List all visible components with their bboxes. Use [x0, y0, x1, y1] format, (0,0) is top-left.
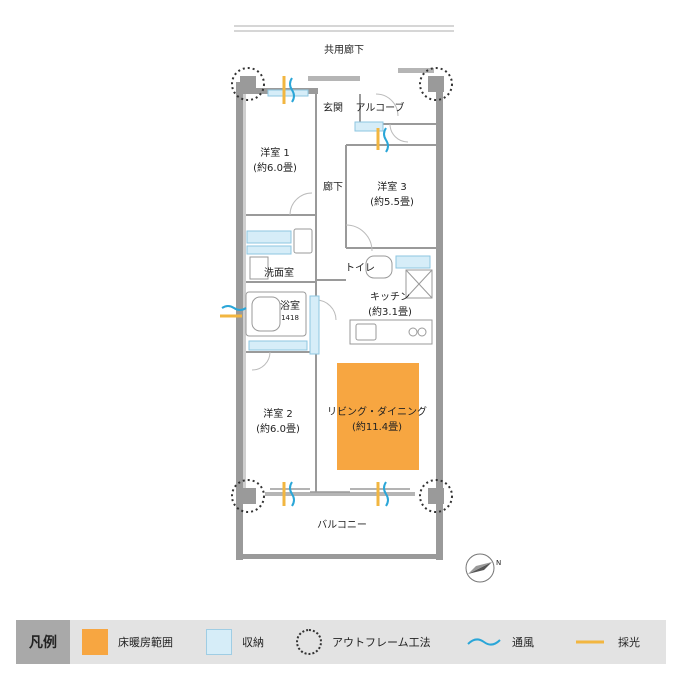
legend-item-outframe: アウトフレーム工法	[296, 620, 431, 664]
toilet-label: トイレ	[345, 263, 375, 274]
washroom-label: 洗面室	[264, 266, 294, 279]
storage-areas	[246, 89, 431, 355]
alcove-label: アルコーブ	[355, 101, 404, 114]
compass-icon: N	[465, 553, 501, 583]
orange-square-icon	[82, 629, 108, 655]
fixtures	[245, 228, 433, 345]
floor-plan: 共用廊下	[220, 25, 501, 583]
legend-item-floor-heating: 床暖房範囲	[82, 620, 173, 664]
entrance-label: 玄関	[323, 101, 343, 114]
balcony-label: バルコニー	[317, 519, 367, 531]
legend-label-light: 採光	[618, 636, 640, 649]
legend-label-floor-heating: 床暖房範囲	[118, 636, 173, 649]
hall-label: 廊下	[323, 180, 343, 193]
western-room-3-name: 洋室 3	[377, 180, 407, 193]
room-labels: 玄関 アルコーブ 洋室 1 (約6.0畳) 廊下 洋室 3 (約5.5畳) 洗面…	[253, 101, 427, 531]
legend-label-storage: 収納	[242, 636, 264, 649]
western-room-3-size: (約5.5畳)	[370, 195, 414, 208]
legend-item-wind: 通風	[466, 620, 534, 664]
outframe-circles	[231, 67, 453, 513]
legend-label-outframe: アウトフレーム工法	[332, 636, 431, 649]
western-room-2-name: 洋室 2	[263, 407, 293, 420]
legend-item-storage: 収納	[206, 620, 264, 664]
corridor-label: 共用廊下	[324, 43, 364, 56]
dotted-circle-icon	[296, 629, 322, 655]
legend-item-light: 採光	[572, 620, 640, 664]
western-room-2-size: (約6.0畳)	[256, 422, 300, 435]
legend-label-wind: 通風	[512, 636, 534, 649]
wind-wave-icon	[467, 638, 501, 646]
western-room-1-size: (約6.0畳)	[253, 161, 297, 174]
kitchen-name: キッチン	[370, 291, 410, 303]
floor-heating-area	[337, 363, 419, 470]
living-dining-size: (約11.4畳)	[352, 420, 402, 433]
legend-title: 凡例	[16, 620, 70, 664]
legend-bar: 凡例 床暖房範囲 収納 アウトフレーム工法 通風 採光	[16, 620, 666, 664]
light-blue-square-icon	[206, 629, 232, 655]
kitchen-size: (約3.1畳)	[368, 305, 412, 318]
light-indicators	[220, 76, 380, 506]
compass-north-label: N	[496, 559, 501, 567]
column-squares	[240, 76, 444, 504]
bath-label: 浴室	[280, 299, 300, 312]
bath-size-label: 1418	[281, 314, 299, 322]
wind-indicators	[221, 77, 389, 507]
light-ray-icon	[576, 640, 604, 644]
western-room-1-name: 洋室 1	[260, 146, 290, 159]
living-dining-name: リビング・ダイニング	[327, 405, 427, 418]
